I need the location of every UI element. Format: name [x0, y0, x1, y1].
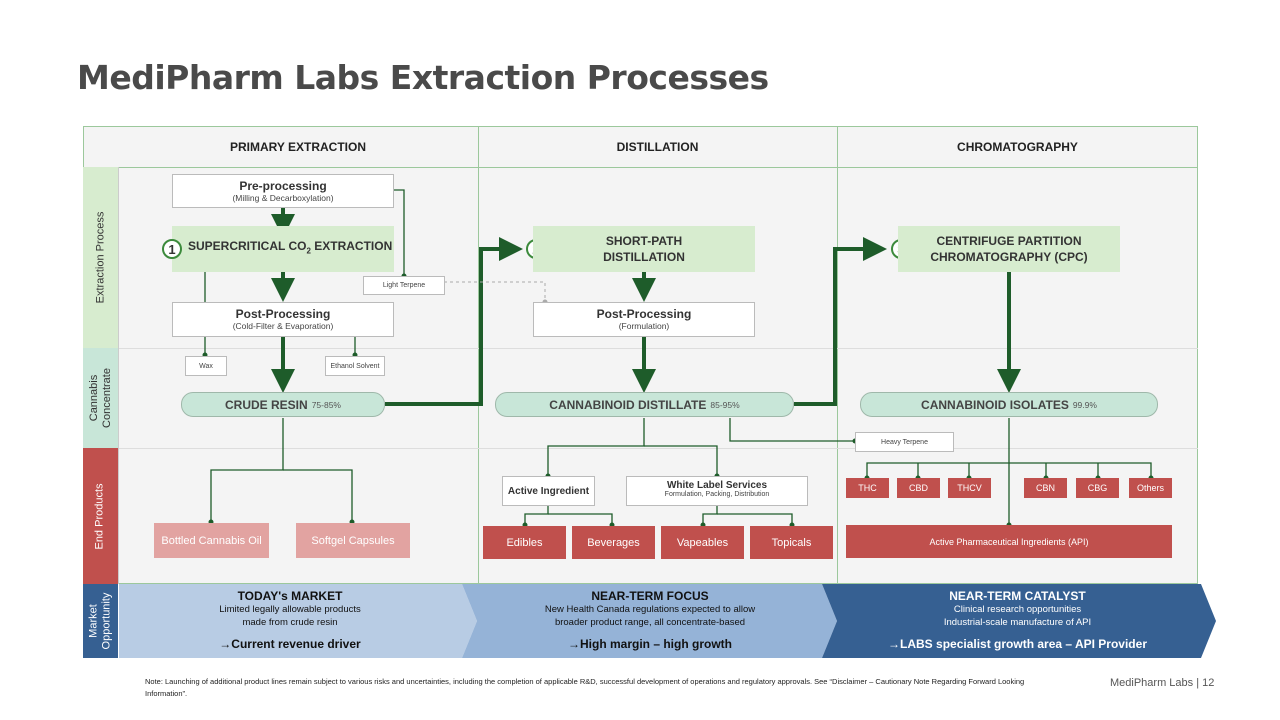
market-chevron-catalyst: [822, 584, 1216, 658]
product-vapeables: Vapeables: [661, 526, 744, 559]
product-topicals: Topicals: [750, 526, 833, 559]
ethanol-solvent-box: Ethanol Solvent: [325, 356, 385, 376]
step3-box: CENTRIFUGE PARTITION CHROMATOGRAPHY (CPC…: [898, 226, 1120, 272]
row-label-end-products: End Products: [83, 448, 118, 584]
step3-line2: CHROMATOGRAPHY (CPC): [930, 250, 1088, 264]
row-divider: [118, 167, 119, 584]
isolate-thcv: THCV: [948, 478, 991, 498]
column-header-distillation: DISTILLATION: [616, 139, 699, 154]
step2-line2: DISTILLATION: [603, 250, 685, 264]
connector-distillate-white-label: [644, 445, 718, 476]
market-near-term-focus: NEAR-TERM FOCUS New Health Canada regula…: [485, 589, 815, 651]
column-header-primary: PRIMARY EXTRACTION: [229, 139, 366, 154]
connector-distillate-heavy-terpene: [729, 418, 855, 442]
market-catalyst-line1: Clinical research opportunities: [953, 604, 1082, 615]
market-chevron-today: [119, 584, 477, 658]
connector-dashed-terpene: [426, 281, 546, 302]
post-processing-2-box: Post-Processing (Formulation): [533, 302, 755, 337]
market-focus-driver: →High margin – high growth: [568, 637, 732, 651]
market-focus-heading: NEAR-TERM FOCUS: [591, 589, 709, 603]
isolate-cbd: CBD: [897, 478, 940, 498]
isolate-cbn: CBN: [1024, 478, 1067, 498]
connector-crude-products: [210, 418, 284, 522]
product-beverages: Beverages: [572, 526, 655, 559]
heavy-terpene-box: Heavy Terpene: [855, 432, 954, 452]
connector-white-products-2: [717, 513, 793, 525]
isolate-cbg: CBG: [1076, 478, 1119, 498]
active-ingredient-box: Active Ingredient: [502, 476, 595, 506]
column-divider: [837, 126, 838, 584]
preprocessing-title: Pre-processing: [239, 179, 327, 193]
header-divider: [83, 167, 1198, 168]
white-label-services-box: White Label Services Formulation, Packin…: [626, 476, 808, 506]
market-catalyst-driver: →LABS specialist growth area – API Provi…: [888, 637, 1147, 651]
arrow-distillate-to-step3: [794, 237, 887, 406]
connector-ai-products-2: [548, 513, 613, 525]
api-box: Active Pharmaceutical Ingredients (API): [846, 525, 1172, 558]
post-processing-2-title: Post-Processing: [596, 307, 692, 321]
step3-line1: CENTRIFUGE PARTITION: [936, 234, 1082, 248]
step1-label: SUPERCRITICAL CO2 EXTRACTION: [188, 239, 393, 256]
connector-isolates: [866, 418, 1010, 478]
disclaimer-note: Note: Launching of additional product li…: [145, 677, 1025, 698]
step-number-1: 1: [162, 239, 182, 259]
page-title: MediPharm Labs Extraction Processes: [77, 58, 769, 97]
arrow-crude-to-step2: [385, 237, 523, 406]
post-processing-2-subtitle: (Formulation): [618, 321, 670, 331]
column-divider: [478, 126, 479, 584]
market-today-driver: →Current revenue driver: [219, 637, 361, 651]
market-focus-line1: New Health Canada regulations expected t…: [544, 604, 756, 615]
footer-page-number: MediPharm Labs | 12: [1110, 677, 1215, 689]
market-focus-line2: broader product range, all concentrate-b…: [554, 617, 746, 628]
bottled-cannabis-oil-box: Bottled Cannabis Oil: [154, 523, 269, 558]
connector-isolates-2: [1009, 462, 1152, 478]
post-processing-1-title: Post-Processing: [235, 307, 331, 321]
connector-distillate-products: [547, 418, 645, 476]
step2-box: SHORT-PATH DISTILLATION: [533, 226, 755, 272]
market-catalyst-heading: NEAR-TERM CATALYST: [949, 589, 1086, 603]
market-today-line1: Limited legally allowable products: [219, 604, 361, 615]
isolate-thc: THC: [846, 478, 889, 498]
row-divider: [118, 348, 1198, 349]
market-today-line2: made from crude resin: [242, 617, 338, 628]
white-label-title: White Label Services: [666, 480, 768, 491]
light-terpene-box: Light Terpene: [363, 276, 445, 295]
market-chevron-near-term-focus: [462, 584, 837, 658]
isolate-others: Others: [1129, 478, 1172, 498]
row-divider: [118, 448, 1198, 449]
market-near-term-catalyst: NEAR-TERM CATALYST Clinical research opp…: [845, 589, 1190, 651]
step2-line1: SHORT-PATH: [605, 234, 683, 248]
preprocessing-box: Pre-processing (Milling & Decarboxylatio…: [172, 174, 394, 208]
connector-crude-softgel: [283, 469, 353, 522]
connector-ai-products: [524, 506, 549, 525]
white-label-subtitle: Formulation, Packing, Distribution: [664, 491, 770, 498]
row-label-extraction: Extraction Process: [83, 167, 118, 348]
market-today-heading: TODAY's MARKET: [237, 589, 343, 603]
post-processing-1-subtitle: (Cold-Filter & Evaporation): [232, 321, 334, 331]
wax-box: Wax: [185, 356, 227, 376]
column-header-chromatography: CHROMATOGRAPHY: [957, 139, 1078, 154]
connector-white-products: [702, 506, 718, 525]
post-processing-1-box: Post-Processing (Cold-Filter & Evaporati…: [172, 302, 394, 337]
product-edibles: Edibles: [483, 526, 566, 559]
softgel-capsules-box: Softgel Capsules: [296, 523, 410, 558]
preprocessing-subtitle: (Milling & Decarboxylation): [232, 193, 334, 203]
connector-light-terpene: [394, 189, 405, 276]
market-today: TODAY's MARKET Limited legally allowable…: [125, 589, 455, 651]
step1-box: SUPERCRITICAL CO2 EXTRACTION: [172, 226, 394, 272]
market-catalyst-line2: Industrial-scale manufacture of API: [943, 617, 1092, 628]
